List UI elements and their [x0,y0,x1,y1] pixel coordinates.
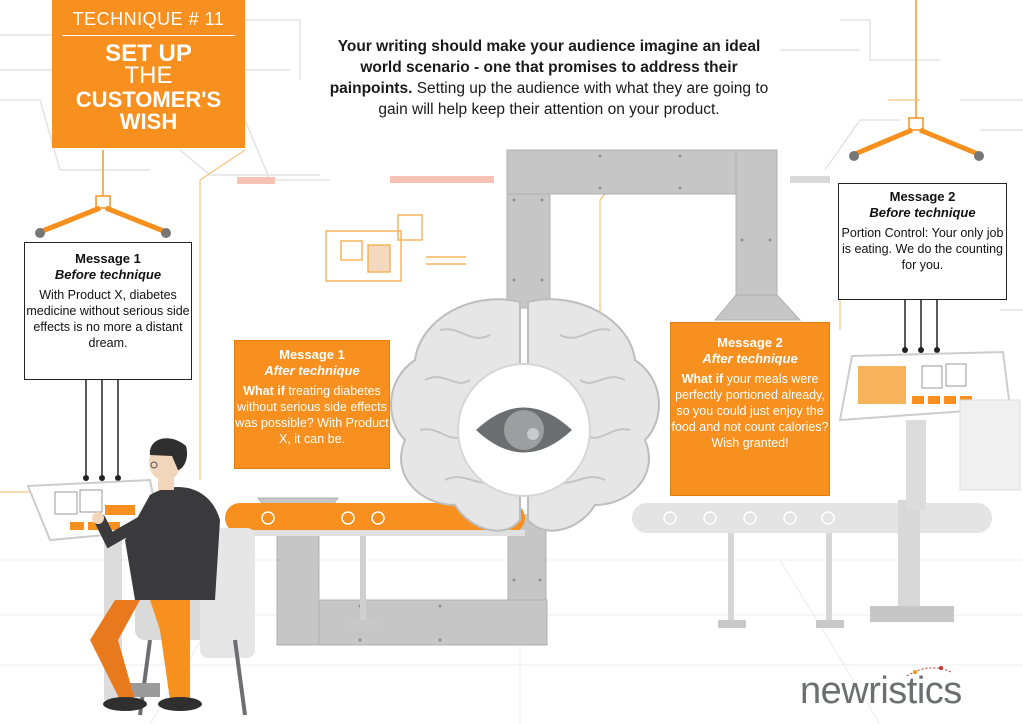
message-title: Message 2 [717,335,783,350]
conveyor-right [632,500,992,628]
brain [390,298,660,532]
technique-badge: TECHNIQUE # 11 SET UP THE CUSTOMER'S WIS… [52,0,245,148]
message-body-text: treating diabetes without serious side e… [235,384,389,446]
message-body: With Product X, diabetes medicine withou… [26,288,190,350]
message-body: What if treating diabetes without seriou… [235,383,389,447]
pink-bar [237,177,275,184]
intro-bold-text: Your writing should make your audience i… [329,38,761,97]
message1-before-box: Message 1 Before technique With Product … [24,242,192,380]
message-subtitle: After technique [264,363,360,378]
robot-joint [35,228,45,238]
frame-decor [325,214,466,282]
message2-after-box: Message 2 After technique What if your m… [670,322,830,496]
robot-arm-left [39,150,167,235]
circuit-lines [0,19,1023,311]
wire-ends [83,347,940,481]
conveyor-left [225,503,525,630]
console-right [838,350,1021,510]
message-body: Portion Control: Your only job is eating… [841,226,1004,272]
pink-bar-2 [390,176,494,183]
message-body-text: your meals were perfectly portioned alre… [671,372,829,450]
robot-joint [161,228,171,238]
robot-joint [974,151,984,161]
pipes [256,149,802,646]
message-lead: What if [681,372,724,386]
message2-before-box: Message 2 Before technique Portion Contr… [838,183,1007,300]
badge-divider [62,35,235,36]
message-title: Message 1 [75,251,141,266]
technique-number: TECHNIQUE # 11 [72,9,225,29]
badge-title-line-3: CUSTOMER'S [75,87,222,112]
message-lead: What if [243,384,285,398]
robot-joint [849,151,859,161]
logo-accent-icon [906,666,952,677]
intro-normal-text: Setting up the audience with what they a… [378,80,769,118]
badge-title-line-2: THE [124,62,173,89]
man-illustration [90,438,255,716]
message1-after-box: Message 1 After technique What if treati… [234,340,390,469]
message-subtitle: Before technique [869,205,976,220]
gray-bar [790,176,830,183]
message-subtitle: After technique [702,351,798,366]
message-title: Message 1 [279,347,345,362]
message-subtitle: Before technique [54,267,162,282]
message-title: Message 2 [889,189,956,204]
badge-title-line-1: SET UP [105,40,192,67]
wires [85,300,938,478]
intro-paragraph: Your writing should make your audience i… [318,36,780,120]
robot-arm-right [854,0,979,157]
newristics-logo: newristics [800,670,962,712]
message-body: What if your meals were perfectly portio… [671,371,829,451]
badge-title-line-4: WISH [119,109,178,134]
